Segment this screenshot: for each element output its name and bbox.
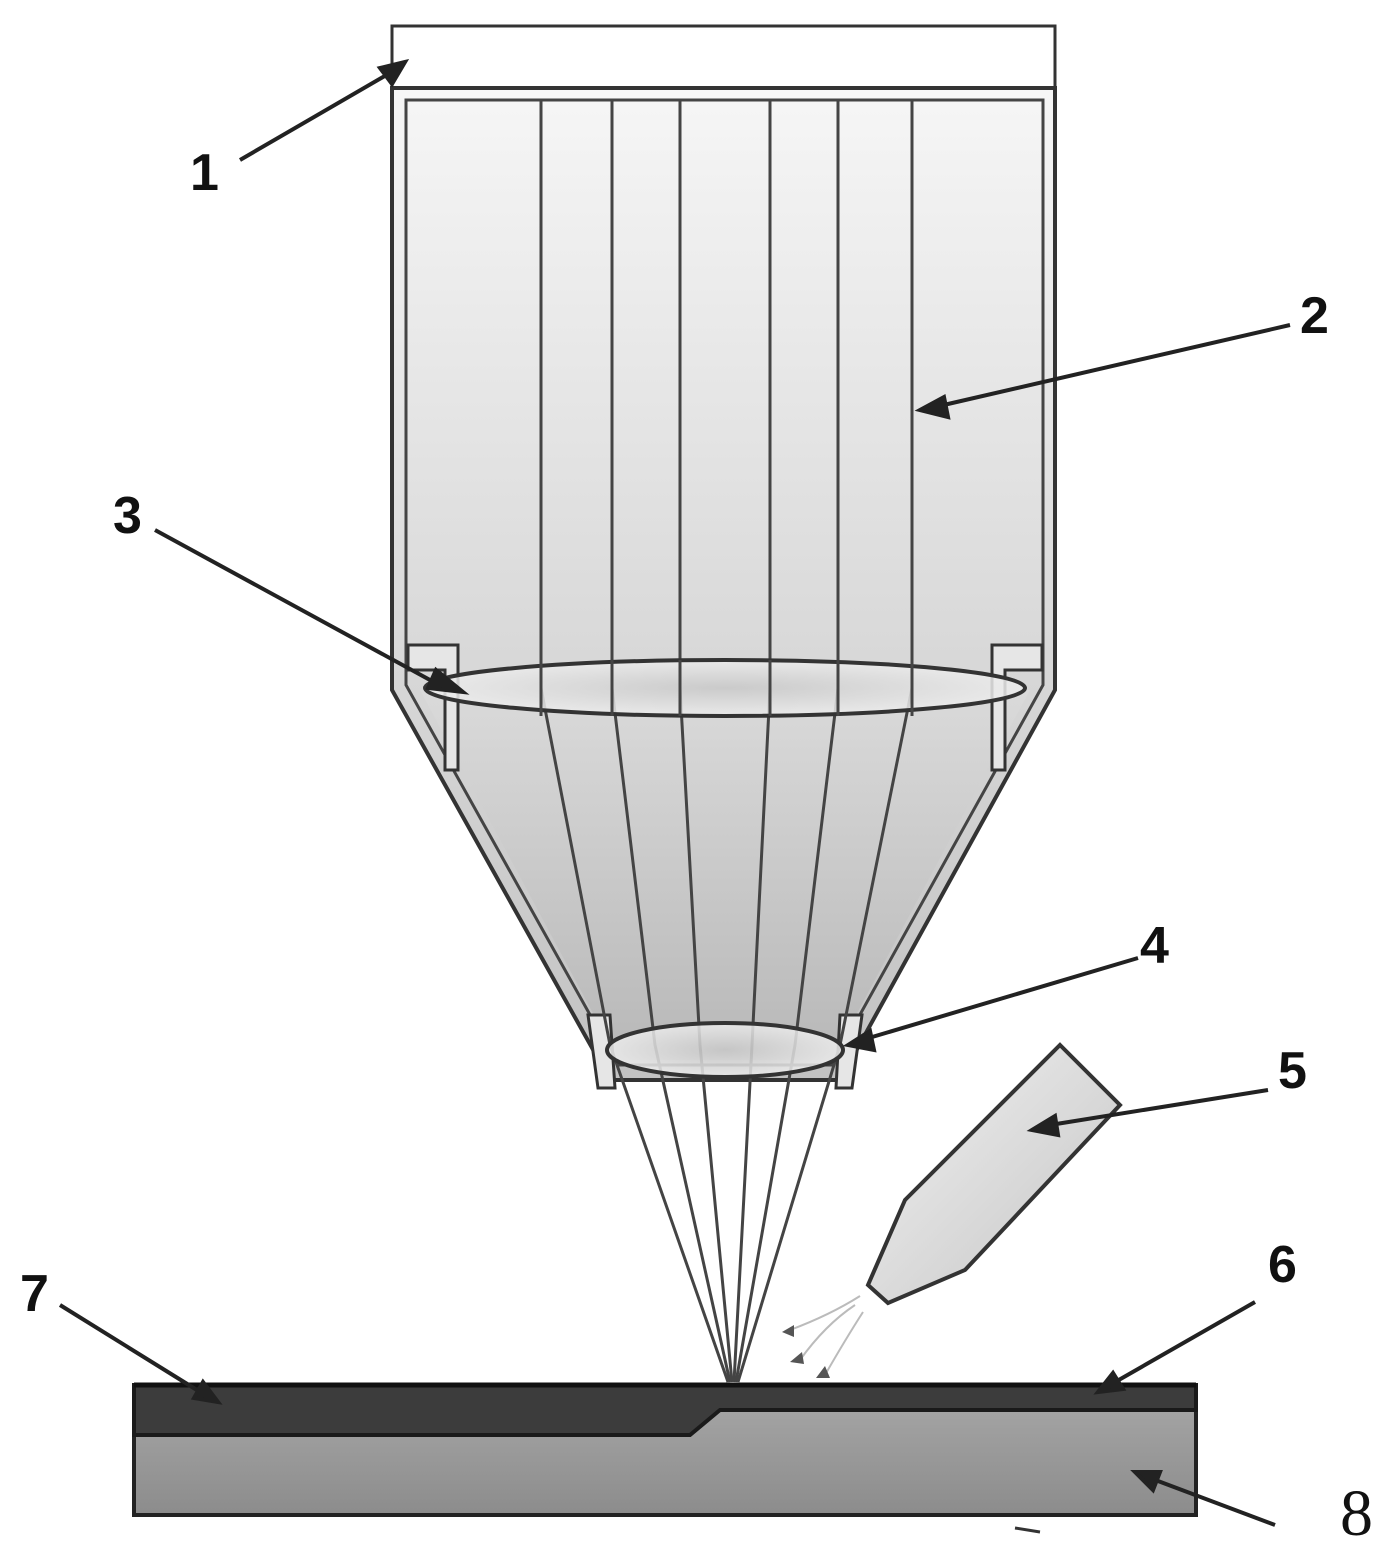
ray-3 [678,100,734,1383]
ray-2 [610,100,732,1383]
leader-lines [58,58,1291,1527]
label-2: 2 [1300,287,1329,345]
ray-1 [539,100,730,1383]
ray-4 [732,100,772,1383]
label-4: 4 [1140,917,1169,975]
label-6: 6 [1268,1236,1297,1294]
gas-nozzle [865,1042,1123,1306]
laser-window [390,24,1057,90]
label-8: 8 [1340,1477,1373,1550]
rays-through-lens [539,660,914,716]
ray-5 [734,100,840,1383]
gas-flow-arrowheads [782,1325,830,1378]
label-5: 5 [1278,1042,1307,1100]
label-7: 7 [20,1265,49,1323]
gas-flow [789,1295,864,1376]
focusing-lens [605,1021,845,1079]
laser-rays [539,100,914,1383]
label-1: 1 [190,144,219,202]
label-3: 3 [113,487,142,545]
stray-mark [1014,1526,1041,1534]
cone-region [420,690,1030,1060]
housing-inner-wall [404,98,1045,1067]
collimating-lens [423,658,1027,718]
ray-6 [736,100,914,1383]
